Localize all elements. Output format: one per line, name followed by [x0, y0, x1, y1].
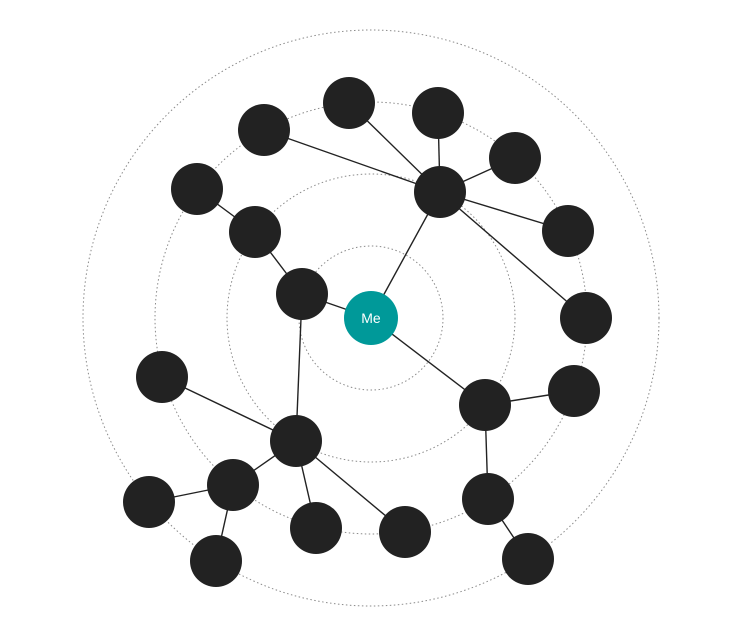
node-a[interactable]: [414, 166, 466, 218]
center-node-label: Me: [361, 310, 381, 326]
edge-a-a6: [263, 129, 441, 193]
node-d[interactable]: [270, 415, 322, 467]
node-a4[interactable]: [542, 205, 594, 257]
node-b1[interactable]: [229, 206, 281, 258]
node-d6[interactable]: [190, 535, 242, 587]
node-c1[interactable]: [548, 365, 600, 417]
node-d5[interactable]: [123, 476, 175, 528]
ring-2: [226, 173, 516, 463]
node-c3[interactable]: [502, 533, 554, 585]
ring-1: [298, 245, 444, 391]
node-b[interactable]: [276, 268, 328, 320]
ring-4: [82, 29, 660, 607]
center-node[interactable]: [344, 291, 398, 345]
node-b2[interactable]: [171, 163, 223, 215]
node-a5[interactable]: [560, 292, 612, 344]
node-c[interactable]: [459, 379, 511, 431]
edge-a-a5: [439, 191, 587, 319]
node-a3[interactable]: [489, 132, 541, 184]
node-d3[interactable]: [290, 502, 342, 554]
node-c2[interactable]: [462, 473, 514, 525]
node-d2[interactable]: [207, 459, 259, 511]
node-d4[interactable]: [379, 506, 431, 558]
node-a6[interactable]: [238, 104, 290, 156]
node-a1[interactable]: [323, 77, 375, 129]
network-nodes: [123, 77, 612, 587]
node-a2[interactable]: [412, 87, 464, 139]
node-d1[interactable]: [136, 351, 188, 403]
